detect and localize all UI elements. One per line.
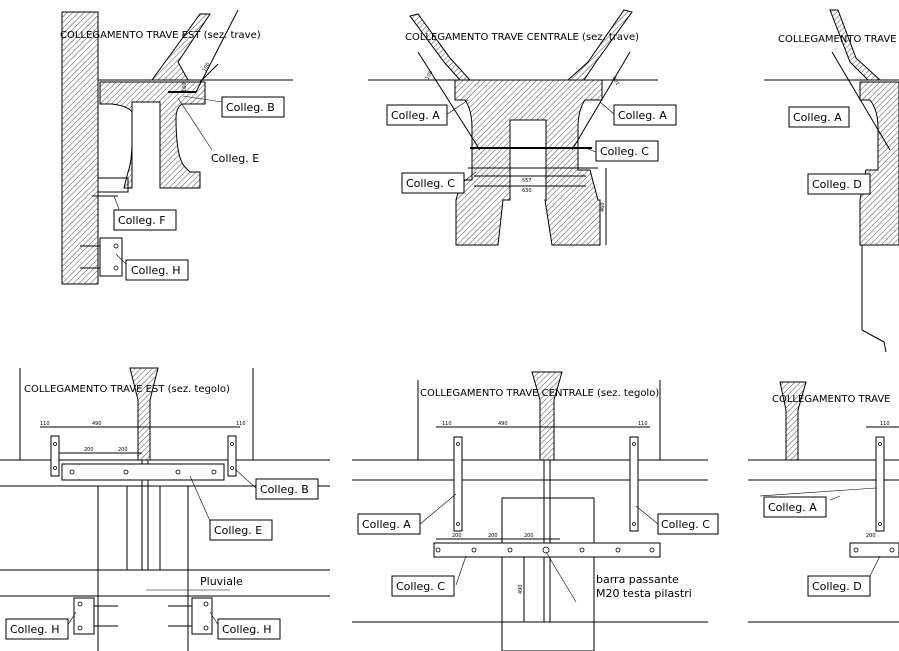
callout-colleg-e-p4-text: Colleg. E — [214, 524, 262, 537]
panel-trave-cropped-tegolo: 110 200 COLLEGAMENTO TRAVE Colleg. A Col… — [748, 381, 899, 623]
callout-colleg-c-p5-right-text: Colleg. C — [661, 518, 710, 531]
callout-colleg-c-left-text: Colleg. C — [406, 177, 455, 190]
callout-colleg-d-text: Colleg. D — [812, 178, 862, 191]
callout-colleg-a-p3 — [788, 106, 850, 128]
dim-110: 110 — [40, 421, 50, 427]
dim-100-right: 100 — [612, 75, 622, 86]
callout-colleg-h-right-text: Colleg. H — [222, 623, 272, 636]
dim-200-a: 200 — [84, 447, 94, 453]
dim-110-p6: 110 — [880, 421, 890, 427]
panel-trave-cropped: COLLEGAMENTO TRAVE Colleg. A Colleg. D — [764, 9, 899, 353]
callout-colleg-b — [221, 96, 285, 118]
callout-colleg-f — [113, 209, 177, 231]
callout-colleg-c-left — [401, 172, 465, 194]
panel-trave-est-sez-tegolo: 110 490 110 200 200 COLLEGAMENTO TRAVE E… — [0, 367, 330, 651]
dim-100: 100 — [202, 62, 212, 73]
masonry-wall — [61, 11, 99, 285]
label-pluviale: Pluviale — [200, 575, 243, 588]
title-p4: COLLEGAMENTO TRAVE EST (sez. tegolo) — [24, 384, 230, 395]
dim-110-p5: 110 — [442, 421, 452, 427]
callout-colleg-c-p5-right — [657, 513, 719, 535]
callout-colleg-a-p6-text: Colleg. A — [768, 501, 817, 514]
panel-trave-centrale-sez-trave: 557 630 460 100 100 COLLEGAMENTO TRAVE C… — [368, 9, 677, 246]
callout-colleg-e-text: Colleg. E — [211, 152, 259, 165]
beam-section-right — [859, 81, 899, 246]
dim-110-p5-right: 110 — [638, 421, 648, 427]
title-p6: COLLEGAMENTO TRAVE — [772, 394, 891, 405]
callout-colleg-c-p5-text: Colleg. C — [396, 580, 445, 593]
panel-trave-est-sez-trave: 100 160 COLLEGAMENTO TRAVE EST (sez. tra… — [60, 9, 293, 285]
title-p5: COLLEGAMENTO TRAVE CENTRALE (sez. tegolo… — [420, 388, 659, 399]
callout-colleg-h — [125, 259, 189, 281]
callout-colleg-h-right — [217, 618, 281, 640]
central-beam-section — [454, 79, 603, 246]
dim-110-right: 110 — [236, 421, 246, 427]
dim-630: 630 — [522, 188, 532, 194]
callout-colleg-h-left-text: Colleg. H — [10, 623, 60, 636]
callout-colleg-a-text: Colleg. A — [391, 109, 440, 122]
dim-160: 160 — [182, 82, 188, 92]
dim-200-p6: 200 — [866, 533, 876, 539]
callout-colleg-a-p6 — [763, 496, 827, 518]
tile-rib-right-panel — [829, 9, 882, 81]
dim-200-p5-b: 200 — [488, 533, 498, 539]
dim-100-left: 100 — [425, 70, 435, 81]
callout-colleg-e-p4 — [209, 519, 273, 541]
title-p2: COLLEGAMENTO TRAVE CENTRALE (sez. trave) — [405, 32, 639, 43]
tile-rib-right — [566, 9, 633, 81]
dim-200-p5-a: 200 — [452, 533, 462, 539]
dim-200-p5-c: 200 — [524, 533, 534, 539]
tile-rib-centrale — [531, 371, 563, 461]
panel-trave-centrale-sez-tegolo: 110 490 110 200 200 200 490 COLLEGAMENTO… — [352, 371, 719, 651]
callout-colleg-h-text: Colleg. H — [131, 264, 181, 277]
callout-colleg-c-p5 — [391, 575, 455, 597]
callout-colleg-a-p5-text: Colleg. A — [362, 518, 411, 531]
label-barra-m20: M20 testa pilastri — [596, 587, 692, 600]
callout-colleg-c — [595, 140, 659, 162]
callout-colleg-a-right — [613, 104, 677, 126]
beam-section — [99, 81, 206, 189]
plate-e — [61, 463, 225, 481]
callout-colleg-h-left — [5, 618, 69, 640]
title-p3: COLLEGAMENTO TRAVE — [778, 34, 897, 45]
dim-200-b: 200 — [118, 447, 128, 453]
tile-rib-p6 — [779, 381, 807, 461]
callout-colleg-a-p5 — [357, 513, 421, 535]
title-p1: COLLEGAMENTO TRAVE EST (sez. trave) — [60, 30, 261, 41]
plate-h-left — [73, 597, 95, 635]
label-barra-passante: barra passante — [596, 573, 679, 586]
callout-colleg-d-p6-text: Colleg. D — [812, 580, 862, 593]
callout-colleg-a-p3-text: Colleg. A — [793, 111, 842, 124]
callout-colleg-a-right-text: Colleg. A — [618, 109, 667, 122]
dim-557: 557 — [522, 178, 532, 184]
tile-rib-left — [409, 13, 472, 81]
callout-colleg-d-p6 — [807, 575, 871, 597]
tile-rib — [151, 13, 211, 81]
dim-490: 490 — [92, 421, 102, 427]
callout-colleg-b-p4 — [255, 478, 319, 500]
callout-colleg-b-p4-text: Colleg. B — [260, 483, 309, 496]
callout-colleg-a — [386, 104, 448, 126]
callout-colleg-c-text: Colleg. C — [600, 145, 649, 158]
dim-490-vertical: 490 — [518, 584, 524, 594]
dim-460: 460 — [600, 202, 606, 212]
callout-colleg-f-text: Colleg. F — [118, 214, 166, 227]
callout-colleg-d — [807, 173, 871, 195]
tile-rib-sez-tegolo — [129, 367, 159, 461]
dim-490-p5: 490 — [498, 421, 508, 427]
callout-colleg-b-text: Colleg. B — [226, 101, 275, 114]
plate-h-right — [191, 597, 213, 635]
